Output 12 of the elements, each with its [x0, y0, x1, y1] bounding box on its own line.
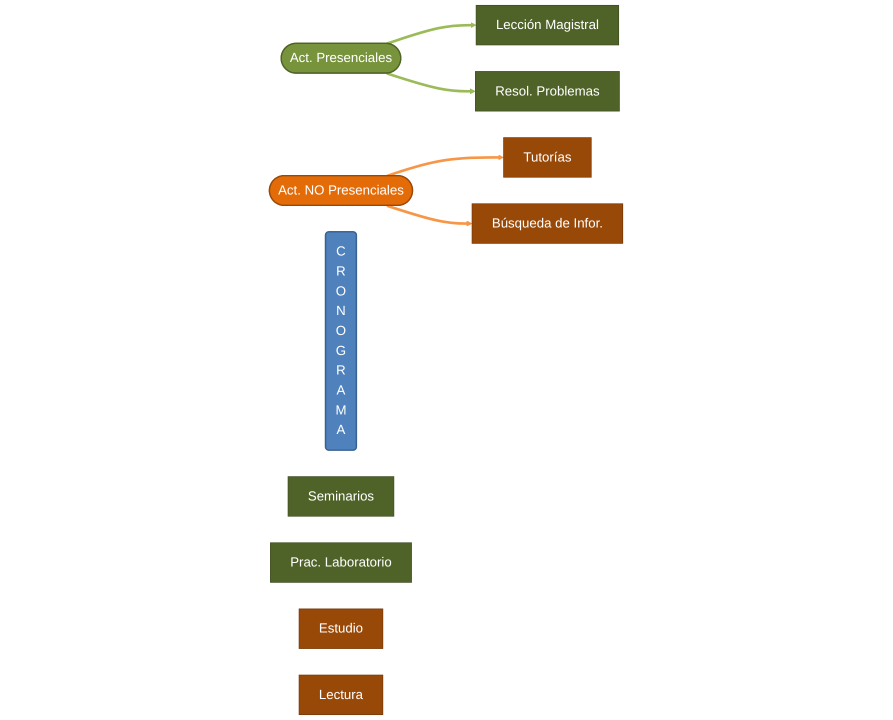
node-box: Resol. Problemas	[475, 71, 620, 112]
node-box: Lectura	[299, 674, 384, 716]
node-box: Búsqueda de Infor.	[472, 203, 624, 244]
node-box: Tutorías	[504, 137, 592, 178]
node-box: Prac. Laboratorio	[270, 542, 412, 583]
node-box: Seminarios	[288, 476, 395, 517]
node-box: Lección Magistral	[476, 4, 620, 46]
node-box: Estudio	[299, 608, 384, 649]
arrow	[386, 204, 473, 226]
arrow	[386, 154, 504, 178]
arrow	[386, 72, 476, 94]
arrow	[386, 22, 477, 45]
